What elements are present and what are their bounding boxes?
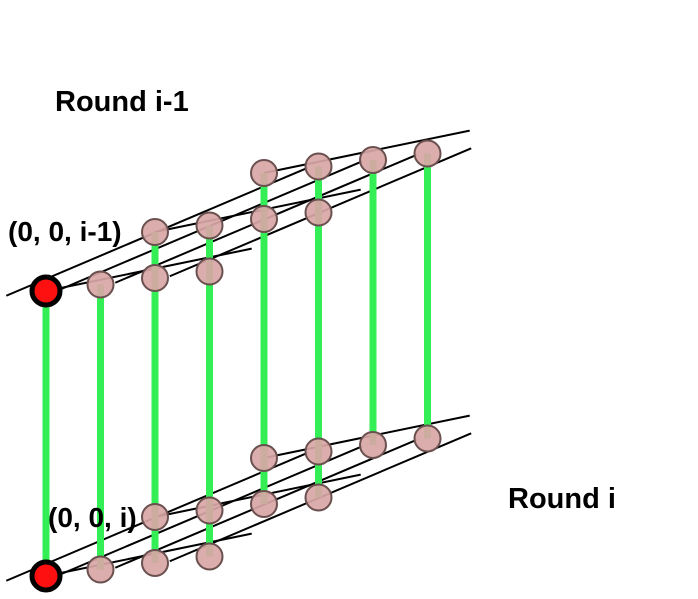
- lattice-node: [359, 431, 387, 459]
- lattice-node: [195, 496, 224, 525]
- lattice-node: [195, 211, 224, 240]
- round-prev-label: Round i-1: [55, 86, 189, 118]
- lattice-node: [304, 437, 333, 466]
- lattice-node: [195, 542, 224, 571]
- lattice-node: [141, 218, 169, 246]
- lattice-nodes: [29, 139, 442, 593]
- lattice-node: [141, 549, 169, 577]
- lattice-node: [413, 424, 442, 453]
- origin-node: [29, 559, 63, 593]
- lattice-node: [413, 139, 442, 168]
- origin-prev-label: (0, 0, i-1): [8, 216, 122, 247]
- lattice-node: [250, 159, 278, 187]
- lattice-node: [141, 264, 169, 292]
- lattice-node: [304, 198, 333, 227]
- lattice-node: [359, 146, 387, 174]
- origin-node: [29, 274, 63, 308]
- lattice-node: [195, 257, 224, 286]
- lattice-node: [86, 270, 115, 299]
- lattice-node: [250, 205, 278, 233]
- origin-cur-label: (0, 0, i): [48, 502, 137, 533]
- lattice-node: [304, 483, 333, 512]
- round-cur-label: Round i: [508, 483, 616, 515]
- lattice-node: [304, 152, 333, 181]
- lattice-node: [250, 444, 278, 472]
- lattice-node: [141, 503, 169, 531]
- lattice-node: [250, 490, 278, 518]
- lattice-node: [86, 555, 115, 584]
